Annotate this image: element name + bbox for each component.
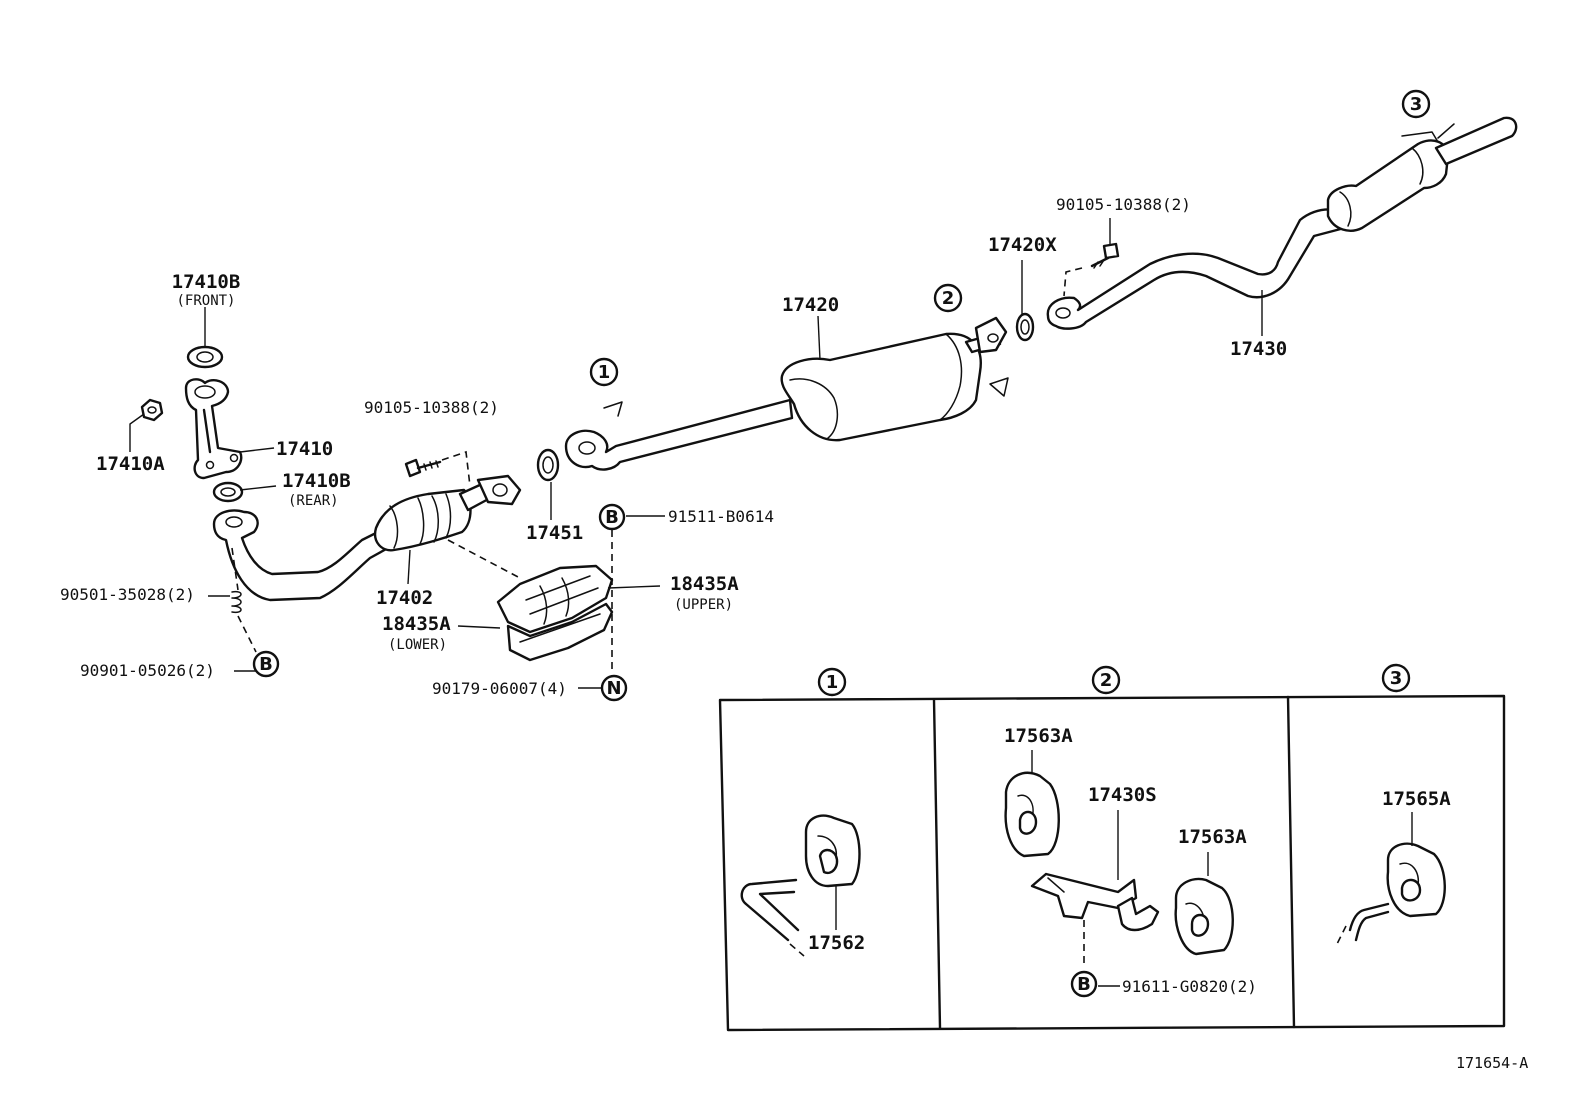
svg-text:1: 1 (826, 672, 839, 693)
callout-n-nut-90179: N (600, 674, 628, 702)
label-17410b-front: 17410B (172, 271, 241, 293)
svg-text:B: B (1077, 974, 1091, 995)
label-17410a: 17410A (96, 453, 165, 475)
label-17410b-rear: 17410B (282, 470, 351, 492)
bolt-90105-front (404, 458, 442, 478)
label-bolt-90901: 90901-05026(2) (80, 661, 215, 680)
label-nut-90179: 90179-06007(4) (432, 679, 567, 698)
svg-text:2: 2 (1100, 670, 1113, 691)
label-18435a-upper-sub: (UPPER) (674, 597, 733, 613)
leader-lines (129, 218, 1413, 987)
gasket-17420x (1015, 312, 1035, 342)
gasket-17410b-front (186, 345, 224, 369)
label-17430s: 17430S (1088, 784, 1157, 806)
bolt-90105-rear (1090, 242, 1120, 269)
inset-panels (718, 694, 1506, 1032)
label-bolt-91611: 91611-G0820(2) (1122, 977, 1257, 996)
callout-1-center-hanger: 1 (589, 357, 619, 387)
inset-header-2: 2 (1091, 665, 1121, 695)
label-17563a-upper: 17563A (1004, 725, 1073, 747)
label-17402: 17402 (376, 587, 433, 609)
svg-text:B: B (259, 654, 273, 675)
label-17451: 17451 (526, 522, 583, 544)
svg-text:3: 3 (1410, 94, 1423, 115)
label-17562: 17562 (808, 932, 865, 954)
label-18435a-lower-sub: (LOWER) (388, 637, 447, 653)
diagram-code: 171654-A (1456, 1054, 1528, 1072)
gasket-17410b-rear (212, 481, 244, 503)
tail-pipe-muffler-17430 (1046, 116, 1518, 330)
heat-insulator-18435a (496, 564, 614, 662)
label-17420x: 17420X (988, 234, 1057, 256)
label-17410b-rear-sub: (REAR) (288, 493, 339, 509)
callout-2-muffler-hanger: 2 (933, 283, 963, 313)
nut-17410a (140, 398, 164, 422)
callout-b-bolt-90901: B (252, 650, 280, 678)
inset-header-3: 3 (1381, 663, 1411, 693)
label-18435a-upper: 18435A (670, 573, 739, 595)
bracket-17430s (1030, 872, 1160, 932)
label-17430: 17430 (1230, 338, 1287, 360)
label-17410: 17410 (276, 438, 333, 460)
label-17563a-lower: 17563A (1178, 826, 1247, 848)
svg-text:3: 3 (1390, 668, 1403, 689)
gasket-17451 (536, 448, 560, 482)
hanger-17562 (740, 814, 861, 957)
spring-90501 (231, 590, 242, 614)
label-bolt-90105-front: 90105-10388(2) (364, 398, 499, 417)
hanger-17563a-upper (1004, 771, 1060, 858)
label-18435a-lower: 18435A (382, 613, 451, 635)
svg-text:1: 1 (598, 362, 611, 383)
svg-text:B: B (605, 507, 619, 528)
inset-header-1: 1 (817, 667, 847, 697)
center-pipe-muffler-17420 (564, 316, 1009, 471)
front-pipe-17410 (184, 378, 243, 480)
label-spring-90501: 90501-35028(2) (60, 585, 195, 604)
hanger-17565a (1335, 842, 1446, 947)
svg-text:2: 2 (942, 288, 955, 309)
label-17410b-front-sub: (FRONT) (176, 293, 235, 309)
label-bolt-90105-rear: 90105-10388(2) (1056, 195, 1191, 214)
label-17565a: 17565A (1382, 788, 1451, 810)
label-bolt-91511: 91511-B0614 (668, 507, 774, 526)
callout-3-tail-hanger: 3 (1401, 89, 1431, 119)
callout-b-bolt-91611: B (1070, 970, 1098, 998)
svg-text:N: N (606, 678, 621, 699)
hanger-17563a-lower (1174, 877, 1234, 956)
exhaust-pipe-17402 (212, 474, 522, 602)
label-17420: 17420 (782, 294, 839, 316)
callout-b-bolt-91511: B (598, 503, 626, 531)
